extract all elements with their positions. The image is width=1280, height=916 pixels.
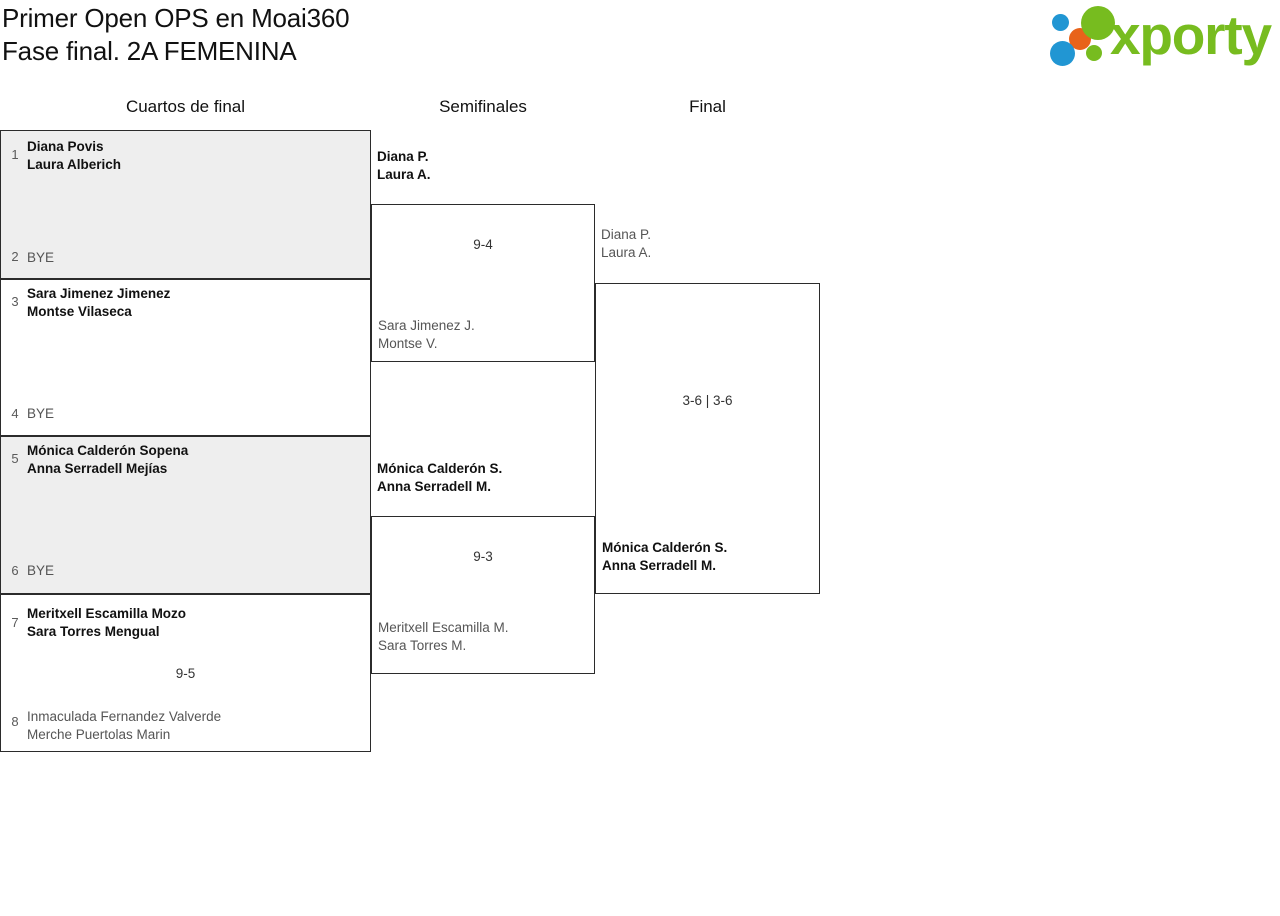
match-quarterfinal-2[interactable]: 3 Sara Jimenez Jimenez Montse Vilaseca 4… — [0, 279, 371, 436]
player-name: Merche Puertolas Marin — [27, 727, 171, 742]
semifinal-1-participant-bottom: Sara Jimenez J. Montse V. — [378, 317, 475, 353]
player-name: Sara Jimenez J. — [378, 318, 475, 333]
player-name: Mónica Calderón S. — [377, 461, 503, 476]
player-name: Anna Serradell Mejías — [27, 461, 168, 476]
seed-number: 1 — [11, 147, 19, 162]
xporty-logo[interactable]: xporty — [1050, 4, 1276, 70]
match-participant-bottom: Inmaculada Fernandez Valverde Merche Pue… — [27, 708, 221, 744]
player-name: Inmaculada Fernandez Valverde — [27, 709, 222, 724]
seed-number: 2 — [11, 249, 19, 264]
logo-dot-green-large — [1081, 6, 1115, 40]
seed-number: 8 — [11, 714, 19, 729]
match-participant-bottom: BYE — [27, 562, 54, 580]
match-semifinal-1[interactable]: 9-4 Sara Jimenez J. Montse V. — [371, 204, 595, 362]
player-name: Diana P. — [601, 227, 652, 242]
page-title: Primer Open OPS en Moai360 Fase final. 2… — [2, 2, 350, 68]
player-name: BYE — [27, 406, 55, 421]
player-name: Laura Alberich — [27, 157, 122, 172]
match-quarterfinal-4[interactable]: 7 Meritxell Escamilla Mozo Sara Torres M… — [0, 594, 371, 752]
match-final[interactable]: 3-6 | 3-6 Mónica Calderón S. Anna Serrad… — [595, 283, 820, 594]
semifinal-1-participant-top: Diana P. Laura A. — [377, 148, 431, 184]
player-name: Laura A. — [601, 245, 652, 260]
player-name: Anna Serradell M. — [377, 479, 492, 494]
tournament-phase: Fase final. 2A FEMENINA — [2, 36, 297, 66]
semifinal-2-participant-top: Mónica Calderón S. Anna Serradell M. — [377, 460, 502, 496]
round-heading-semifinals: Semifinales — [439, 97, 527, 116]
player-name: Diana P. — [377, 149, 429, 164]
round-heading-final: Final — [689, 97, 726, 116]
seed-number: 6 — [11, 563, 19, 578]
player-name: Montse Vilaseca — [27, 304, 132, 319]
logo-dot-blue-top — [1052, 14, 1069, 31]
match-participant-bottom: BYE — [27, 249, 54, 267]
semifinal-2-participant-bottom: Meritxell Escamilla M. Sara Torres M. — [378, 619, 509, 655]
page-header: Primer Open OPS en Moai360 Fase final. 2… — [0, 0, 1280, 78]
match-participant-top: Sara Jimenez Jimenez Montse Vilaseca — [27, 285, 170, 321]
player-name: Montse V. — [378, 336, 438, 351]
player-name: Sara Torres Mengual — [27, 624, 160, 639]
logo-dot-blue-bottom — [1050, 41, 1075, 66]
seed-number: 4 — [11, 406, 19, 421]
player-name: Sara Jimenez Jimenez — [27, 286, 171, 301]
match-quarterfinal-1[interactable]: 1 Diana Povis Laura Alberich 2 BYE — [0, 130, 371, 279]
final-participant-bottom: Mónica Calderón S. Anna Serradell M. — [602, 539, 727, 575]
player-name: Mónica Calderón Sopena — [27, 443, 189, 458]
match-quarterfinal-3[interactable]: 5 Mónica Calderón Sopena Anna Serradell … — [0, 436, 371, 594]
match-score: 3-6 | 3-6 — [682, 393, 733, 408]
player-name: Anna Serradell M. — [602, 558, 717, 573]
final-participant-top: Diana P. Laura A. — [601, 226, 651, 262]
match-participant-top: Diana Povis Laura Alberich — [27, 138, 121, 174]
seed-number: 3 — [11, 294, 19, 309]
player-name: Mónica Calderón S. — [602, 540, 728, 555]
match-score: 9-5 — [175, 666, 196, 681]
logo-dots-icon — [1050, 6, 1122, 68]
player-name: Meritxell Escamilla M. — [378, 620, 509, 635]
player-name: Sara Torres M. — [378, 638, 467, 653]
logo-dot-green-small — [1086, 45, 1102, 61]
player-name: BYE — [27, 250, 55, 265]
match-score: 9-3 — [473, 549, 493, 564]
match-participant-bottom: BYE — [27, 405, 54, 423]
tournament-name: Primer Open OPS en Moai360 — [2, 3, 350, 33]
match-score: 9-4 — [473, 237, 493, 252]
seed-number: 5 — [11, 451, 19, 466]
match-semifinal-2[interactable]: 9-3 Meritxell Escamilla M. Sara Torres M… — [371, 516, 595, 674]
player-name: BYE — [27, 563, 55, 578]
match-participant-top: Mónica Calderón Sopena Anna Serradell Me… — [27, 442, 188, 478]
round-heading-quarterfinals: Cuartos de final — [125, 97, 246, 116]
match-participant-top: Meritxell Escamilla Mozo Sara Torres Men… — [27, 605, 186, 641]
player-name: Laura A. — [377, 167, 431, 182]
seed-number: 7 — [11, 615, 19, 630]
player-name: Meritxell Escamilla Mozo — [27, 606, 187, 621]
logo-wordmark: xporty — [1110, 4, 1272, 66]
player-name: Diana Povis — [27, 139, 104, 154]
